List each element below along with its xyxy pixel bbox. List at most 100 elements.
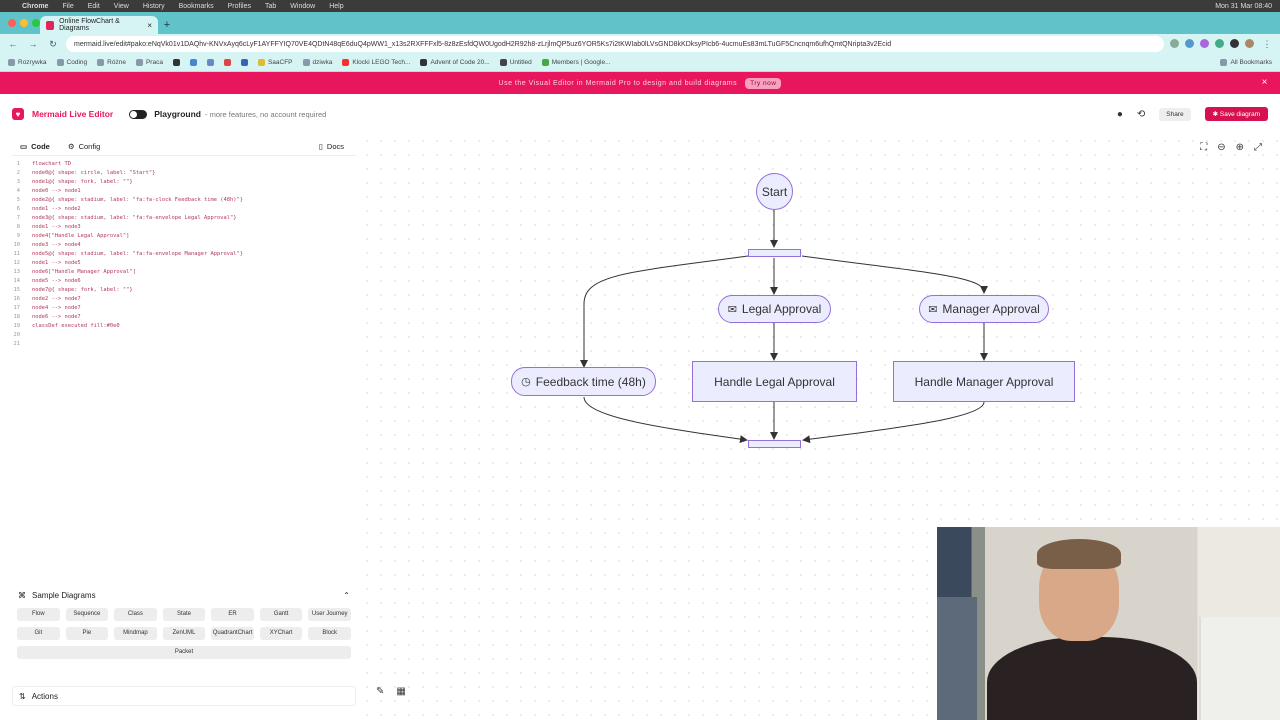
url-field[interactable]: mermaid.live/edit#pako:eNqVk01v1DAQhv-KN… [66,36,1164,52]
node-fork-join[interactable] [748,440,801,448]
back-arrow-icon[interactable]: ← [8,39,18,49]
history-icon[interactable]: ⟲ [1136,108,1146,120]
menu-tab[interactable]: Tab [264,2,277,10]
new-tab-plus-icon[interactable]: + [163,19,171,31]
bookmark-item[interactable]: Untitled [499,59,532,66]
sample-button-er[interactable]: ER [211,608,254,621]
code-line[interactable]: 21 [12,340,356,349]
node-legal-approval[interactable]: ✉ Legal Approval [718,295,831,323]
sample-button-git[interactable]: Git [17,627,60,640]
bookmark-item[interactable] [223,59,231,66]
playground-toggle[interactable] [129,109,148,119]
edit-pencil-icon[interactable]: ✎ [376,686,385,697]
github-icon[interactable]: ● [1116,108,1123,120]
sample-button-mindmap[interactable]: Mindmap [114,627,157,640]
bookmark-item[interactable]: Klocki LEGO Tech... [342,59,410,66]
sample-button-zenuml[interactable]: ZenUML [162,627,206,640]
code-line[interactable]: 20 [12,331,356,340]
close-icon[interactable]: × [1261,77,1268,88]
close-tab-icon[interactable]: × [147,20,152,30]
all-bookmarks[interactable]: All Bookmarks [1220,59,1272,66]
extension-icon[interactable] [1170,38,1179,48]
sample-diagrams-header[interactable]: ⌘ Sample Diagrams ⌃ [12,586,356,604]
tab-code[interactable]: ▭Code [20,142,50,151]
bookmark-item[interactable]: Coding [56,59,87,66]
menu-edit[interactable]: Edit [87,2,100,10]
sample-button-pie[interactable]: Pie [65,627,109,640]
node-feedback-time[interactable]: ◷ Feedback time (48h) [511,367,656,396]
menu-history[interactable]: History [142,2,165,10]
menu-bookmarks[interactable]: Bookmarks [178,2,214,10]
diagram-canvas[interactable]: ⛶ ⊖ ⊕ ⤢ Start ◷ Feedback time (48h) ✉ [360,134,1280,720]
sample-button-packet[interactable]: Packet [17,646,351,659]
sample-button-class[interactable]: Class [114,608,157,621]
node-handle-manager-approval[interactable]: Handle Manager Approval [893,361,1075,402]
share-button[interactable]: Share [1159,107,1191,121]
menu-help[interactable]: Help [329,2,344,10]
chevron-collapse-icon[interactable]: ⌃ [343,590,350,600]
profile-avatar-icon[interactable] [1245,38,1254,48]
bookmark-item[interactable]: SaaCFP [257,59,293,66]
sample-button-flow[interactable]: Flow [17,608,60,621]
save-diagram-button[interactable]: ✱ Save diagram [1204,107,1268,121]
fit-screen-icon[interactable]: ⛶ [1200,142,1208,153]
close-window-icon[interactable] [8,19,16,27]
extension-icon[interactable] [1185,38,1194,48]
bookmark-item[interactable]: Rozrywka [8,59,47,66]
sample-button-quadrantchart[interactable]: QuadrantChart [211,627,254,640]
bookmark-item[interactable] [172,59,180,66]
grid-icon[interactable]: ▦ [396,686,406,697]
extension-icon[interactable] [1215,38,1224,48]
bookmark-item[interactable]: Różne [97,59,126,66]
sample-button-user-journey[interactable]: User Journey [308,608,351,621]
bookmark-item[interactable]: dziwka [302,59,332,66]
menu-clock[interactable]: Mon 31 Mar 08:40 [1215,2,1272,10]
node-handle-legal-approval[interactable]: Handle Legal Approval [692,361,857,402]
sample-button-block[interactable]: Block [308,627,351,640]
zoom-in-icon[interactable]: ⊕ [1235,142,1244,153]
sample-button-state[interactable]: State [162,608,206,621]
menu-app-name[interactable]: Chrome [22,2,49,10]
bookmark-item[interactable] [206,59,214,66]
sample-button-xychart[interactable]: XYChart [259,627,303,640]
kebab-menu-icon[interactable]: ⋮ [1262,38,1272,49]
bookmark-item[interactable]: Members | Google... [541,59,611,66]
sample-button-gantt[interactable]: Gantt [259,608,303,621]
extension-icon[interactable] [1200,38,1209,48]
reload-icon[interactable]: ↻ [49,38,57,49]
docs-link[interactable]: ▯Docs [319,142,344,151]
menu-file[interactable]: File [62,2,74,10]
menu-view[interactable]: View [113,2,129,10]
try-now-button[interactable]: Try now [745,77,782,89]
node-fork-split[interactable] [748,249,801,257]
extension-icon[interactable] [1230,38,1239,48]
node-start[interactable]: Start [756,173,793,210]
maximize-window-icon[interactable] [32,19,40,27]
bookmark-item[interactable]: Advent of Code 20... [420,59,490,66]
tab-config[interactable]: ⚙Config [68,142,100,151]
expand-icon[interactable]: ⤢ [1254,142,1262,153]
bookmark-item[interactable]: Praca [135,59,163,66]
node-manager-approval[interactable]: ✉ Manager Approval [919,295,1049,323]
browser-tab-mermaid[interactable]: Online FlowChart & Diagrams × [40,16,158,34]
zoom-out-icon[interactable]: ⊖ [1217,142,1226,153]
bookmark-item[interactable] [240,59,248,66]
menu-profiles[interactable]: Profiles [227,2,251,10]
